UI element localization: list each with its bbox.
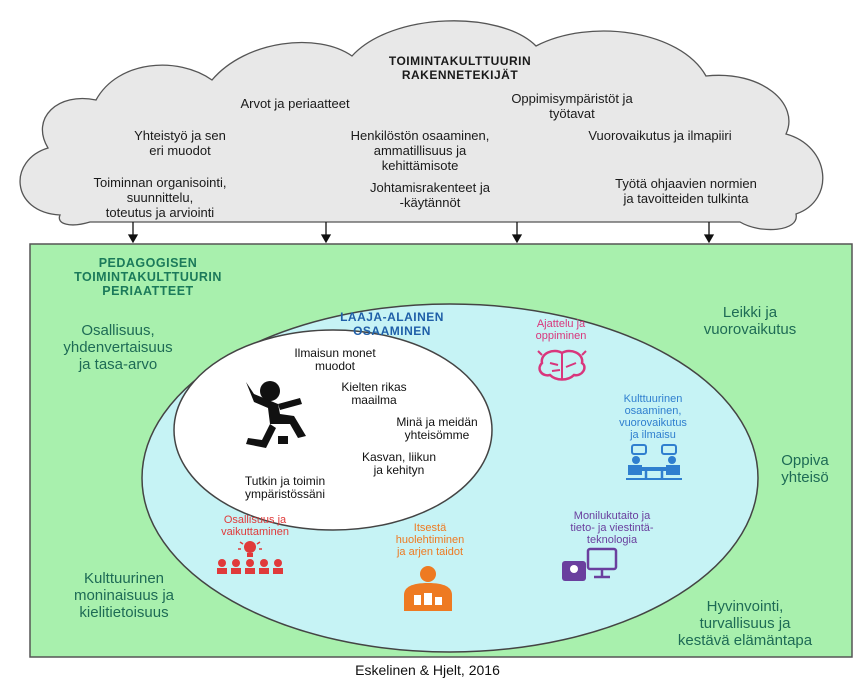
inner-ellipse (173, 329, 493, 531)
brain-icon (537, 349, 587, 381)
cloud-title: TOIMINTAKULTTUURIN RAKENNETEKIJÄT (360, 54, 560, 82)
person-icon (404, 566, 452, 611)
cloud-title-line1: TOIMINTAKULTTUURIN (388, 54, 532, 68)
cloud-item-learning-environments: Oppimisympäristöt ja työtavat (511, 91, 633, 121)
cloud-shape (19, 20, 824, 231)
principle-learning-community: Oppiva yhteisö (781, 452, 829, 486)
inner-item-environment: Tutkin ja toimin ympäristössäni (244, 474, 326, 501)
cloud-item-staff-competence: Henkilöstön osaaminen, ammatillisuus ja … (350, 128, 490, 173)
principle-wellbeing: Hyvinvointi, turvallisuus ja kestävä elä… (677, 598, 813, 649)
inner-item-growth: Kasvan, liikun ja kehityn (361, 450, 437, 477)
cloud-item-interaction: Vuorovaikutus ja ilmapiiri (588, 128, 732, 143)
inner-item-community: Minä ja meidän yhteisömme (396, 415, 478, 442)
skill-self-care: Itsestä huolehtiminen ja arjen taidot (395, 522, 465, 558)
cloud-title-line2: RAKENNETEKIJÄT (401, 68, 519, 82)
jumping-figure-icon (246, 381, 306, 448)
arrows (127, 222, 715, 244)
outer-title: PEDAGOGISEN TOIMINTAKULTTUURIN PERIAATTE… (74, 256, 222, 298)
meeting-icon (626, 444, 682, 480)
inner-item-languages: Kielten rikas maailma (341, 380, 407, 407)
group-idea-icon (217, 541, 283, 574)
principle-cultural-diversity: Kulttuurinen moninaisuus ja kielitietois… (73, 570, 175, 621)
skill-thinking: Ajattelu ja oppiminen (535, 318, 587, 342)
middle-title: LAAJA-ALAINEN OSAAMINEN (340, 310, 444, 338)
inner-item-expression: Ilmaisun monet muodot (294, 346, 376, 373)
skill-multiliteracy: Monilukutaito ja tieto- ja viestintä- te… (570, 510, 654, 546)
cloud-item-leadership: Johtamisrakenteet ja -käytännöt (370, 180, 490, 210)
source-citation: Eskelinen & Hjelt, 2016 (355, 662, 500, 678)
principle-play: Leikki ja vuorovaikutus (703, 304, 797, 338)
cloud-item-values: Arvot ja periaatteet (240, 96, 350, 111)
principle-participation: Osallisuus, yhdenvertaisuus ja tasa-arvo (63, 322, 173, 373)
skill-participation: Osallisuus ja vaikuttaminen (221, 514, 289, 538)
cloud-item-cooperation: Yhteistyö ja sen eri muodot (134, 128, 226, 158)
computer-user-icon (562, 547, 618, 581)
skill-cultural-competence: Kulttuurinen osaaminen, vuorovaikutus ja… (619, 393, 687, 441)
cloud-item-norms: Työtä ohjaavien normien ja tavoitteiden … (615, 176, 757, 206)
cloud-item-organisation: Toiminnan organisointi, suunnittelu, tot… (93, 175, 227, 220)
